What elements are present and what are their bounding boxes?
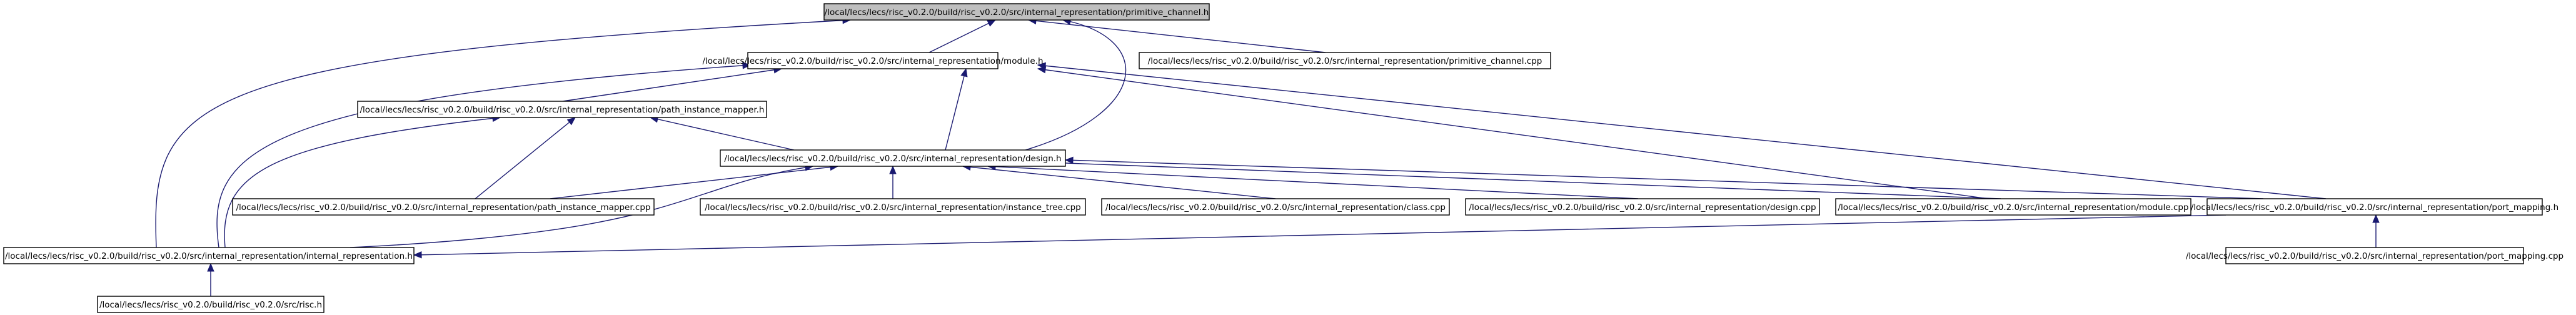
node-label: /local/lecs/lecs/risc_v0.2.0/build/risc_…: [2186, 251, 2563, 261]
edge-module_h-to-primitive_channel_h: [928, 19, 996, 53]
arrowhead-icon: [413, 251, 422, 259]
edge-design_h-to-module_h: [945, 68, 967, 151]
node-box: [823, 3, 1210, 21]
arrowhead-icon: [960, 68, 968, 78]
node-box[interactable]: [2225, 247, 2524, 264]
node-label: /local/lecs/lecs/risc_v0.2.0/build/risc_…: [1838, 202, 2188, 212]
edges-layer: [155, 16, 2380, 296]
arrowhead-icon: [987, 19, 997, 27]
node-label: /local/lecs/lecs/risc_v0.2.0/build/risc_…: [5, 251, 413, 261]
edge-class_cpp-to-design_h: [962, 166, 1276, 199]
edge-internal_representation_h-to-design_h: [350, 166, 813, 248]
edge-port_mapping_h-to-design_h: [1065, 159, 2264, 199]
node-class-cpp[interactable]: /local/lecs/lecs/risc_v0.2.0/build/risc_…: [1101, 198, 1450, 216]
node-module-cpp[interactable]: /local/lecs/lecs/risc_v0.2.0/build/risc_…: [1835, 198, 2191, 216]
node-primitive-channel-h: /local/lecs/lecs/risc_v0.2.0/build/risc_…: [823, 3, 1210, 21]
edge-internal_representation_h-to-module_h: [216, 64, 751, 248]
node-design-h[interactable]: /local/lecs/lecs/risc_v0.2.0/build/risc_…: [720, 149, 1066, 167]
edge-design_h-to-primitive_channel_h: [1025, 19, 1127, 151]
arrowhead-icon: [1037, 62, 1047, 70]
node-box[interactable]: [3, 247, 415, 264]
arrowhead-icon: [889, 165, 897, 174]
node-label: /local/lecs/lecs/risc_v0.2.0/build/risc_…: [1469, 202, 1816, 212]
node-path-instance-mapper-h[interactable]: /local/lecs/lecs/risc_v0.2.0/build/risc_…: [357, 101, 767, 118]
arrowhead-icon: [207, 262, 214, 272]
node-port-mapping-h[interactable]: /local/lecs/lecs/risc_v0.2.0/build/risc_…: [2191, 198, 2558, 216]
edge-port_mapping_h-to-module_h: [1037, 64, 2327, 199]
node-label: /local/lecs/lecs/risc_v0.2.0/build/risc_…: [702, 56, 1043, 66]
edge-path_instance_mapper_h-to-module_h: [562, 68, 782, 102]
edge-module_cpp-to-module_h: [1037, 68, 1989, 199]
arrowhead-icon: [566, 117, 576, 126]
node-box[interactable]: [357, 101, 767, 118]
nodes-layer: /local/lecs/lecs/risc_v0.2.0/build/risc_…: [3, 3, 2563, 313]
node-label: /local/lecs/lecs/risc_v0.2.0/build/risc_…: [2191, 202, 2558, 212]
edge-design_cpp-to-design_h: [987, 166, 1639, 199]
node-box[interactable]: [720, 149, 1066, 167]
node-box[interactable]: [2206, 198, 2543, 216]
edge-path_instance_mapper_cpp-to-design_h: [550, 166, 838, 199]
arrowhead-icon: [2372, 214, 2380, 223]
node-box[interactable]: [97, 296, 325, 313]
node-internal-representation-h[interactable]: /local/lecs/lecs/risc_v0.2.0/build/risc_…: [3, 247, 415, 264]
edge-primitive_channel_cpp-to-primitive_channel_h: [1028, 19, 1326, 53]
node-label: /local/lecs/lecs/risc_v0.2.0/build/risc_…: [99, 300, 322, 310]
node-label: /local/lecs/lecs/risc_v0.2.0/build/risc_…: [360, 105, 765, 115]
node-label: /local/lecs/lecs/risc_v0.2.0/build/risc_…: [724, 154, 1061, 164]
arrowhead-icon: [742, 62, 752, 69]
edge-internal_representation_h-to-primitive_channel_h: [155, 19, 851, 248]
node-label: /local/lecs/lecs/risc_v0.2.0/build/risc_…: [705, 202, 1081, 212]
node-label: /local/lecs/lecs/risc_v0.2.0/build/risc_…: [825, 8, 1209, 18]
node-box[interactable]: [232, 198, 655, 216]
node-box[interactable]: [1835, 198, 2191, 216]
node-label: /local/lecs/lecs/risc_v0.2.0/build/risc_…: [236, 202, 651, 212]
edge-port_mapping_h-to-internal_representation_h: [413, 214, 2226, 256]
node-box[interactable]: [1139, 52, 1551, 69]
node-design-cpp[interactable]: /local/lecs/lecs/risc_v0.2.0/build/risc_…: [1465, 198, 1820, 216]
arrowhead-icon: [1064, 156, 1074, 164]
edge-module_cpp-to-design_h: [1050, 162, 2001, 199]
node-primitive-channel-cpp[interactable]: /local/lecs/lecs/risc_v0.2.0/build/risc_…: [1139, 52, 1551, 69]
edge-internal_representation_h-to-path_instance_mapper_h: [224, 117, 501, 248]
node-box[interactable]: [1101, 198, 1450, 216]
node-module-h[interactable]: /local/lecs/lecs/risc_v0.2.0/build/risc_…: [702, 52, 1044, 69]
node-box[interactable]: [1465, 198, 1820, 216]
node-path-instance-mapper-cpp[interactable]: /local/lecs/lecs/risc_v0.2.0/build/risc_…: [232, 198, 655, 216]
edge-design_h-to-path_instance_mapper_h: [650, 117, 795, 151]
node-label: /local/lecs/lecs/risc_v0.2.0/build/risc_…: [1105, 202, 1446, 212]
node-box[interactable]: [747, 52, 999, 69]
node-port-mapping-cpp[interactable]: /local/lecs/lecs/risc_v0.2.0/build/risc_…: [2186, 247, 2563, 264]
node-label: /local/lecs/lecs/risc_v0.2.0/build/risc_…: [1148, 56, 1542, 66]
node-risc-h[interactable]: /local/lecs/lecs/risc_v0.2.0/build/risc_…: [97, 296, 325, 313]
node-box[interactable]: [700, 198, 1086, 216]
node-instance-tree-cpp[interactable]: /local/lecs/lecs/risc_v0.2.0/build/risc_…: [700, 198, 1086, 216]
edge-path_instance_mapper_cpp-to-path_instance_mapper_h: [475, 117, 576, 199]
